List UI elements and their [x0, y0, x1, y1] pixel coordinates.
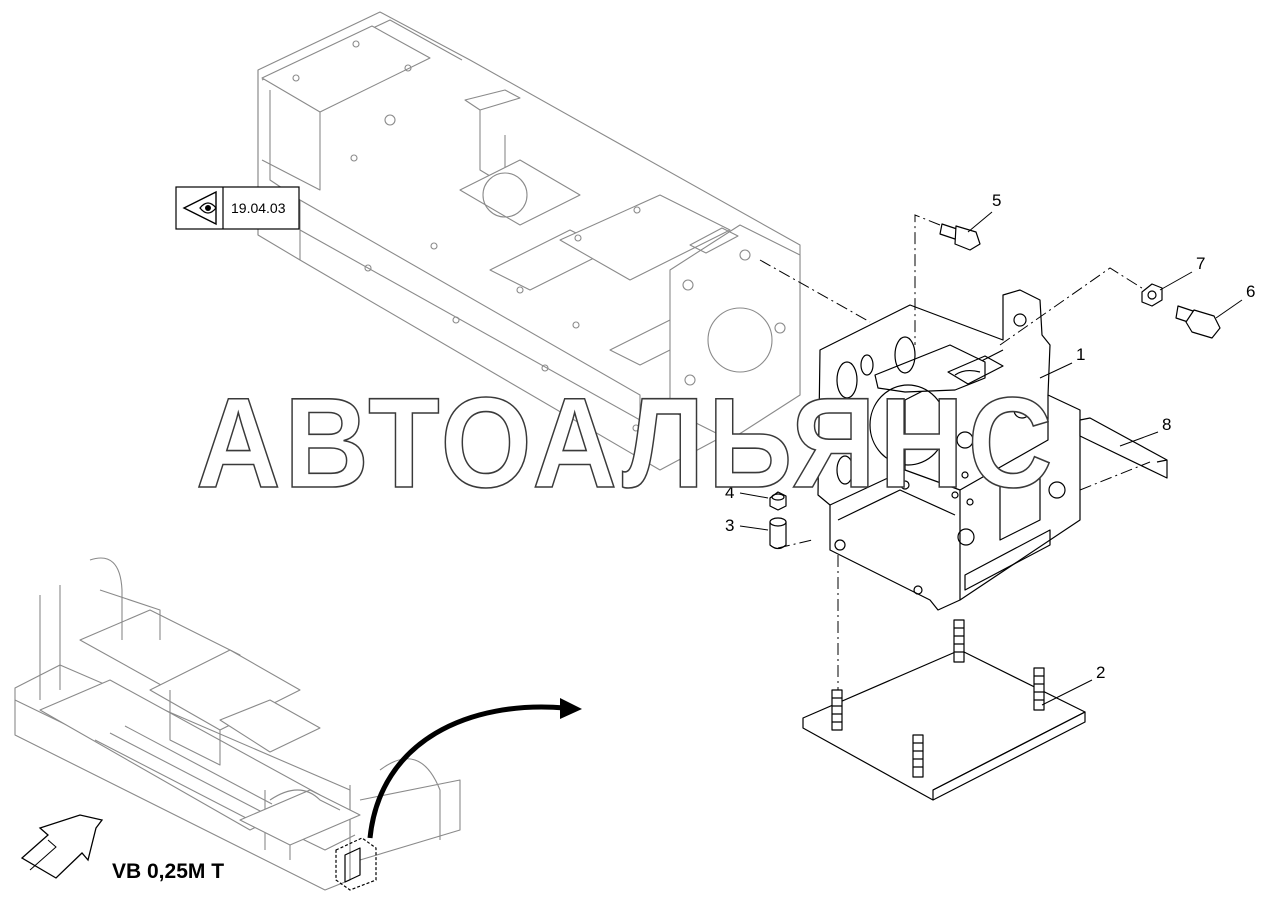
chassis-frame — [257, 11, 801, 471]
nut-part — [1141, 283, 1163, 307]
stud — [912, 734, 924, 778]
callout-6: 6 — [1246, 282, 1255, 301]
callout-1: 1 — [1076, 345, 1085, 364]
direction-arrow-icon — [20, 814, 104, 879]
stud — [831, 689, 843, 731]
reference-box[interactable]: 19.04.03 — [175, 186, 300, 230]
spacer-part — [769, 517, 787, 550]
callout-5: 5 — [992, 191, 1001, 210]
callout-3: 3 — [725, 516, 734, 535]
stud — [1033, 667, 1045, 711]
bar-part — [1079, 417, 1168, 479]
watermark: АВТОАЛЬЯНС — [196, 372, 1056, 515]
stud — [953, 619, 965, 663]
callout-4: 4 — [725, 483, 734, 502]
curved-arrow — [367, 698, 582, 839]
callout-2: 2 — [1096, 663, 1105, 682]
machine-overview — [14, 557, 461, 891]
washer-part — [769, 491, 787, 511]
bracket-part — [817, 289, 1081, 611]
bolt-part — [939, 223, 981, 251]
callout-7: 7 — [1196, 254, 1205, 273]
reference-number: 19.04.03 — [231, 200, 286, 216]
base-plate-part — [802, 619, 1086, 801]
callouts: 5 7 6 1 8 4 3 2 — [725, 191, 1255, 706]
pin-part — [1175, 305, 1221, 339]
assembly-lines — [759, 214, 1151, 690]
eye-icon — [182, 190, 217, 226]
callout-8: 8 — [1162, 415, 1171, 434]
variant-label: VB 0,25M T — [112, 860, 224, 883]
